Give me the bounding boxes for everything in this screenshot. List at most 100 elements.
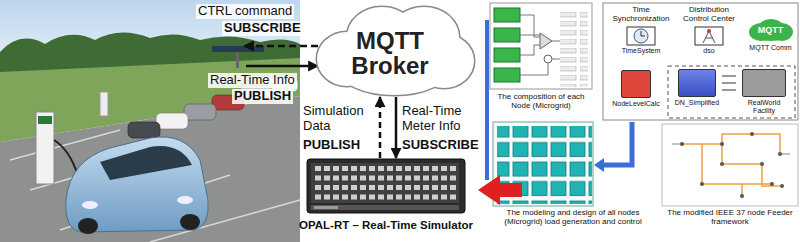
path-shape xyxy=(54,140,78,176)
rect-shape xyxy=(387,166,393,171)
rect-shape xyxy=(405,195,411,200)
nodelevelcalc-block: NodeLevelCalc xyxy=(610,70,662,108)
red-arrow xyxy=(478,175,522,205)
circle-shape xyxy=(707,29,711,33)
rect-shape xyxy=(324,195,330,200)
rect-shape xyxy=(441,185,447,190)
ctrl-arrow xyxy=(244,45,318,48)
simulink-block xyxy=(678,69,716,97)
arrow-label: SUBSCRIBE xyxy=(222,21,303,36)
path-shape xyxy=(66,137,208,232)
simulink-panel xyxy=(603,3,798,120)
rect-shape xyxy=(423,166,429,171)
rect-shape xyxy=(405,185,411,190)
g-shape xyxy=(317,7,474,95)
rect-shape xyxy=(414,166,420,171)
rect-shape xyxy=(378,166,384,171)
ieee37-feeder xyxy=(662,124,798,206)
rect-shape xyxy=(432,166,438,171)
rect-shape xyxy=(369,185,375,190)
rect-shape xyxy=(494,48,520,62)
rect-shape xyxy=(351,195,357,200)
arrow-label: Real-Time Info xyxy=(208,73,297,88)
rect-shape xyxy=(315,166,321,171)
rect-shape xyxy=(450,185,456,190)
simulink-node-composition xyxy=(490,3,592,89)
rect-shape xyxy=(342,195,348,200)
info-arrow xyxy=(246,65,318,68)
circle-shape xyxy=(750,132,754,136)
rect-shape xyxy=(490,3,592,89)
rect-shape xyxy=(378,195,384,200)
rect-shape xyxy=(351,185,357,190)
circle-shape xyxy=(770,182,774,186)
circle-shape xyxy=(634,29,648,43)
rect-shape xyxy=(396,166,402,171)
svg-shape xyxy=(306,158,466,216)
rect-shape xyxy=(387,195,393,200)
rect-shape xyxy=(360,166,366,171)
dn-simplified-block: DN_Simplified xyxy=(672,69,722,107)
svg-shape xyxy=(626,26,656,46)
arrow-label: CTRL command xyxy=(196,4,294,19)
rect-shape xyxy=(128,122,160,138)
rect-shape xyxy=(315,185,321,190)
circle-shape xyxy=(778,152,782,156)
rect-shape xyxy=(627,27,655,45)
rect-shape xyxy=(360,195,366,200)
broker-title: MQTT Broker xyxy=(335,28,445,78)
rect-shape xyxy=(441,176,447,181)
arrow-label: Simulation Data xyxy=(303,104,375,134)
block-label: NodeLevelCalc xyxy=(610,100,662,108)
path-shape xyxy=(552,41,560,59)
rect-shape xyxy=(369,195,375,200)
rect-shape xyxy=(311,163,459,203)
rect-shape xyxy=(315,195,321,200)
block-label: DN_Simplified xyxy=(672,99,722,107)
caption-text: The modeling and design of all nodes (Mi… xyxy=(487,208,659,226)
rect-shape xyxy=(405,176,411,181)
block-label: dso xyxy=(675,47,743,54)
ellipse-shape xyxy=(82,201,98,209)
rect-shape xyxy=(324,176,330,181)
path-shape xyxy=(540,33,552,49)
rect-shape xyxy=(396,195,402,200)
rect-shape xyxy=(333,195,339,200)
rect-shape xyxy=(695,27,723,45)
rect-shape xyxy=(369,176,375,181)
rect-shape xyxy=(378,176,384,181)
simulator-caption: OPAL-RT – Real-Time Simulator xyxy=(280,219,492,231)
rect-shape xyxy=(441,166,447,171)
rect-shape xyxy=(432,195,438,200)
rect-shape xyxy=(324,166,330,171)
rect-shape xyxy=(333,185,339,190)
arrow-label: PUBLISH xyxy=(303,138,360,153)
rect-shape xyxy=(414,195,420,200)
rect-shape xyxy=(156,113,188,129)
rect-shape xyxy=(396,185,402,190)
block-label: TimeSystem xyxy=(608,47,674,54)
block-label: MQTT Comm xyxy=(745,44,796,51)
block-icon xyxy=(675,26,743,46)
blue-bracket xyxy=(485,20,489,180)
circle-shape xyxy=(700,182,704,186)
rect-shape xyxy=(351,176,357,181)
rect-shape xyxy=(236,52,239,68)
rect-shape xyxy=(662,124,798,206)
rect-shape xyxy=(333,176,339,181)
rect-shape xyxy=(423,176,429,181)
caption-text: The modified IEEE 37 node Feeder framewo… xyxy=(662,208,798,226)
rect-shape xyxy=(494,68,520,82)
rect-shape xyxy=(432,176,438,181)
circle-shape xyxy=(760,162,764,166)
rect-shape xyxy=(494,8,520,22)
blue-arrow xyxy=(604,122,632,165)
block-heading: Distribution Control Center xyxy=(675,6,743,24)
mqtt-comm-block: MQTTMQTT Comm xyxy=(745,6,796,51)
rect-shape xyxy=(423,185,429,190)
circle-shape xyxy=(740,194,744,198)
rect-shape xyxy=(342,166,348,171)
rect-shape xyxy=(315,176,321,181)
rect-shape xyxy=(342,185,348,190)
